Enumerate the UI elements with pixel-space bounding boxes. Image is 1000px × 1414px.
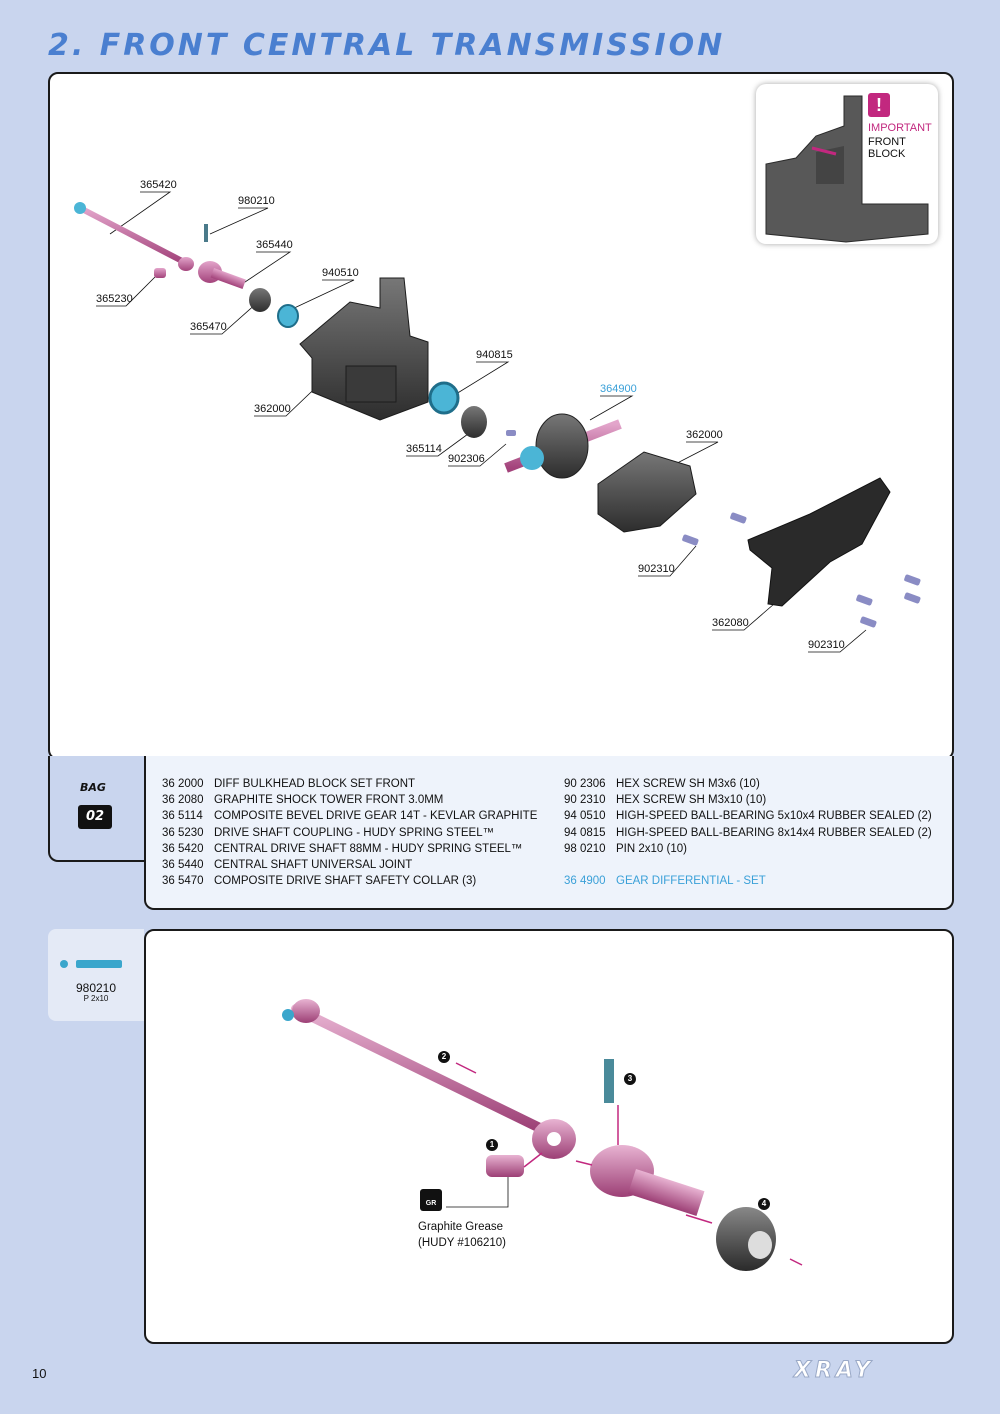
assembly-coupling xyxy=(486,1155,524,1177)
label-940510: 940510 xyxy=(322,267,359,279)
front-block-image xyxy=(765,95,929,243)
label-902310-b: 902310 xyxy=(808,639,845,651)
important-title: IMPORTANT xyxy=(868,122,932,134)
label-362080: 362080 xyxy=(712,617,749,629)
important-front-block-inset: ! IMPORTANT FRONT BLOCK xyxy=(756,84,938,244)
label-940815: 940815 xyxy=(476,349,513,361)
drive-shaft-coupling xyxy=(154,268,166,278)
graphite-grease-label: Graphite Grease (HUDY #106210) xyxy=(418,1219,506,1251)
bevel-drive-gear xyxy=(461,406,487,438)
pin-size: P 2x10 xyxy=(83,994,109,1003)
step-badge-4: 4 xyxy=(758,1198,770,1210)
label-902310-a: 902310 xyxy=(638,563,675,575)
page-number: 10 xyxy=(32,1366,47,1381)
gear-differential xyxy=(504,413,622,479)
step-badge-1: 1 xyxy=(486,1139,498,1151)
label-365114: 365114 xyxy=(406,443,442,455)
bag-label: BAG xyxy=(80,781,106,794)
assembly-illustration xyxy=(282,999,803,1271)
label-902306: 902306 xyxy=(448,453,485,465)
ball-bearing-5x10 xyxy=(277,304,299,328)
assembly-arrows xyxy=(455,1062,803,1266)
exploded-diagram: 365420 980210 365440 940510 365230 36547… xyxy=(74,179,921,653)
assembly-leader xyxy=(446,1177,509,1208)
label-364900: 364900 xyxy=(600,383,637,395)
pin-legend: 980210 P 2x10 xyxy=(48,929,144,1021)
label-365470: 365470 xyxy=(190,321,227,333)
bag-number-badge: 02 xyxy=(78,805,112,829)
xray-logo: XRAY xyxy=(793,1358,875,1384)
grease-line-2: (HUDY #106210) xyxy=(418,1237,507,1249)
assembly-panel xyxy=(144,929,954,1344)
section-title: 2. FRONT CENTRAL TRANSMISSION xyxy=(48,28,726,63)
label-365230: 365230 xyxy=(96,293,133,305)
pin xyxy=(204,224,208,242)
step-badge-3: 3 xyxy=(624,1073,636,1085)
pin-code: 980210 xyxy=(75,981,117,995)
assembly-universal-joint xyxy=(590,1145,705,1216)
step-badge-2: 2 xyxy=(438,1051,450,1063)
diff-bulkhead-front xyxy=(299,277,429,421)
part-labels: 365420 980210 365440 940510 365230 36547… xyxy=(96,179,845,651)
important-subtitle: FRONT BLOCK xyxy=(868,136,906,160)
label-362000-front: 362000 xyxy=(254,403,291,415)
pin-icon xyxy=(60,960,122,968)
graphite-grease-icon: GR xyxy=(420,1189,442,1211)
diff-bulkhead-rear xyxy=(597,451,697,533)
hex-screws-m3x10 xyxy=(682,512,921,628)
ball-bearing-8x14 xyxy=(428,381,460,415)
central-drive-shaft xyxy=(74,202,194,271)
important-icon: ! xyxy=(868,93,890,117)
assembly-pin xyxy=(604,1059,614,1103)
label-365420: 365420 xyxy=(140,179,177,191)
graphite-shock-tower xyxy=(747,477,891,607)
assembly-safety-collar xyxy=(716,1207,776,1271)
safety-collar xyxy=(249,288,271,312)
universal-joint xyxy=(198,261,246,290)
grease-line-1: Graphite Grease xyxy=(418,1221,504,1233)
assembly-shaft xyxy=(282,999,576,1159)
label-365440: 365440 xyxy=(256,239,293,251)
label-980210: 980210 xyxy=(238,195,275,207)
hex-screw-m3x6 xyxy=(506,430,516,436)
label-362000-rear: 362000 xyxy=(686,429,723,441)
parts-list-panel xyxy=(144,756,954,910)
